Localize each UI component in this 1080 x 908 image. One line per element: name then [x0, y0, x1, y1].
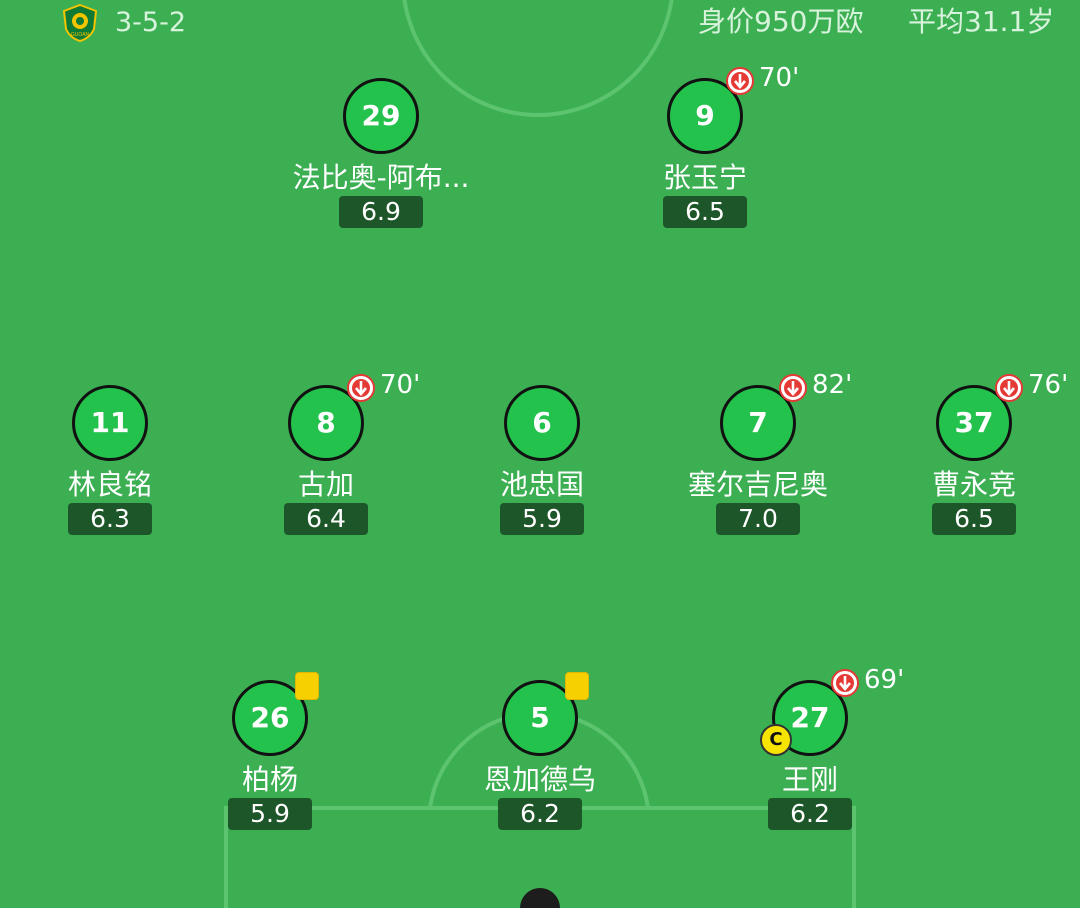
player-card[interactable]: 9 70' 张玉宁 6.5 — [605, 63, 805, 248]
player-rating: 6.4 — [284, 503, 368, 535]
sub-minute: 69' — [864, 665, 905, 695]
player-number: 11 — [72, 385, 148, 461]
player-card[interactable]: 27 69' C 王刚 6.2 — [710, 665, 910, 850]
player-card[interactable]: 5 恩加德乌 6.2 — [440, 672, 640, 850]
player-name: 王刚 — [781, 763, 838, 796]
player-rating: 6.2 — [498, 798, 582, 830]
yellow-card-icon — [295, 672, 319, 700]
player-number: 8 — [288, 385, 364, 461]
player-rating: 5.9 — [500, 503, 584, 535]
player-rating: 5.9 — [228, 798, 312, 830]
player-name: 林良铭 — [67, 468, 152, 501]
sub-off-arrow-icon — [347, 374, 375, 402]
player-rating: 6.5 — [663, 196, 747, 228]
sub-off-arrow-icon — [831, 669, 859, 697]
player-number: 29 — [343, 78, 419, 154]
player-card[interactable]: 26 柏杨 5.9 — [170, 672, 370, 850]
player-name: 池忠国 — [499, 468, 584, 501]
player-card[interactable]: 29 法比奥-阿布... 6.9 — [281, 78, 481, 248]
club-logo-text: GUOAN — [71, 32, 90, 38]
player-card[interactable]: 11 林良铭 6.3 — [10, 385, 210, 555]
player-rating: 6.3 — [68, 503, 152, 535]
player-rating: 7.0 — [716, 503, 800, 535]
player-rating: 6.9 — [339, 196, 423, 228]
sub-minute: 70' — [759, 63, 800, 93]
sub-off-arrow-icon — [779, 374, 807, 402]
player-number: 6 — [504, 385, 580, 461]
sub-off-arrow-icon — [726, 67, 754, 95]
average-age-label: 平均31.1岁 — [908, 5, 1055, 38]
yellow-card-icon — [565, 672, 589, 700]
player-name: 曹永竞 — [931, 468, 1016, 501]
formation-label: 3-5-2 — [115, 7, 187, 38]
player-name: 塞尔吉尼奥 — [687, 468, 828, 501]
player-name: 法比奥-阿布... — [292, 161, 470, 194]
player-name: 张玉宁 — [662, 161, 747, 194]
club-logo-icon: GUOAN — [62, 3, 98, 43]
player-number: 37 — [936, 385, 1012, 461]
player-card[interactable]: 8 70' 古加 6.4 — [226, 370, 426, 555]
player-name: 恩加德乌 — [483, 763, 596, 796]
sub-off-arrow-icon — [995, 374, 1023, 402]
player-name: 柏杨 — [241, 763, 298, 796]
sub-minute: 82' — [812, 370, 853, 400]
player-rating: 6.2 — [768, 798, 852, 830]
sub-minute: 70' — [380, 370, 421, 400]
market-value-label: 身价950万欧 — [698, 5, 864, 38]
player-rating: 6.5 — [932, 503, 1016, 535]
player-card[interactable]: 7 82' 塞尔吉尼奥 7.0 — [658, 370, 858, 555]
player-name: 古加 — [297, 468, 354, 501]
player-card[interactable]: 37 76' 曹永竞 6.5 — [874, 370, 1074, 555]
sub-minute: 76' — [1028, 370, 1069, 400]
captain-badge-icon: C — [760, 724, 792, 756]
player-card[interactable]: 6 池忠国 5.9 — [442, 385, 642, 555]
